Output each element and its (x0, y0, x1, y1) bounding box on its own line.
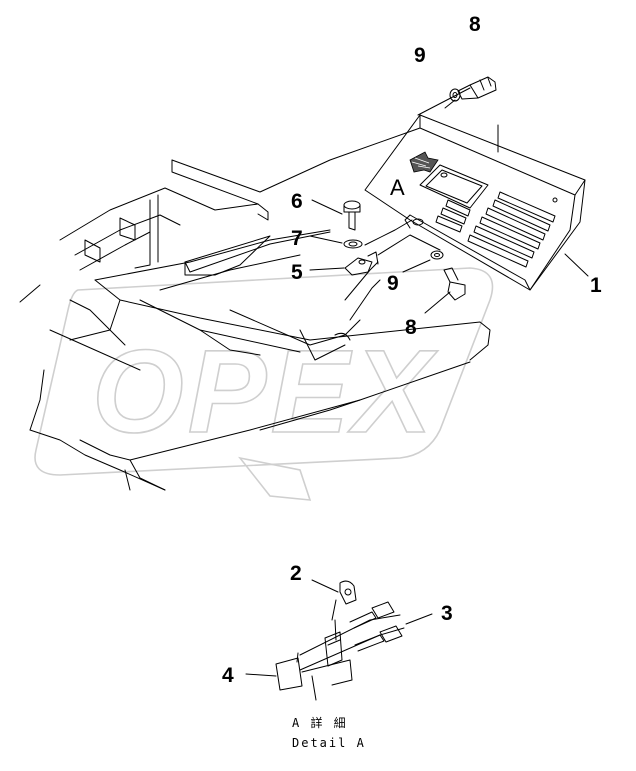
lower-bolt (443, 267, 466, 301)
watermark-logo: OPEX (34, 267, 494, 501)
top-washer (449, 88, 461, 102)
callout-detail-bracket: 4 (222, 664, 234, 687)
bolt-6 (343, 200, 361, 231)
callout-top-washer: 9 (414, 44, 426, 67)
callout-clip-5: 5 (291, 261, 303, 284)
watermark-text: OPEX (92, 326, 438, 458)
lower-washer (430, 250, 444, 260)
detail-a-drawing (245, 579, 433, 701)
view-arrow-icon (409, 151, 439, 173)
callout-plate: 1 (590, 274, 602, 297)
callout-washer-7: 7 (291, 227, 303, 250)
washer-7 (343, 239, 363, 249)
detail-caption-japanese: A 詳 細 (292, 715, 348, 730)
callout-detail-clip: 2 (290, 562, 302, 585)
callout-lower-washer: 9 (387, 272, 399, 295)
callout-detail-bolts: 3 (441, 602, 453, 625)
callout-bolt-6: 6 (291, 190, 303, 213)
view-label: A (390, 175, 405, 200)
callout-top-bolt: 8 (469, 13, 481, 36)
callout-lower-bolt: 8 (405, 316, 417, 339)
detail-caption-english: Detail A (292, 736, 366, 750)
louver-vents (435, 191, 556, 268)
leader-line (417, 87, 471, 116)
cover-plate: A (364, 114, 586, 291)
clip-5 (344, 251, 379, 276)
floor-frame-assembly (19, 127, 491, 491)
leader-lines (309, 199, 589, 314)
top-bolt (457, 76, 497, 100)
